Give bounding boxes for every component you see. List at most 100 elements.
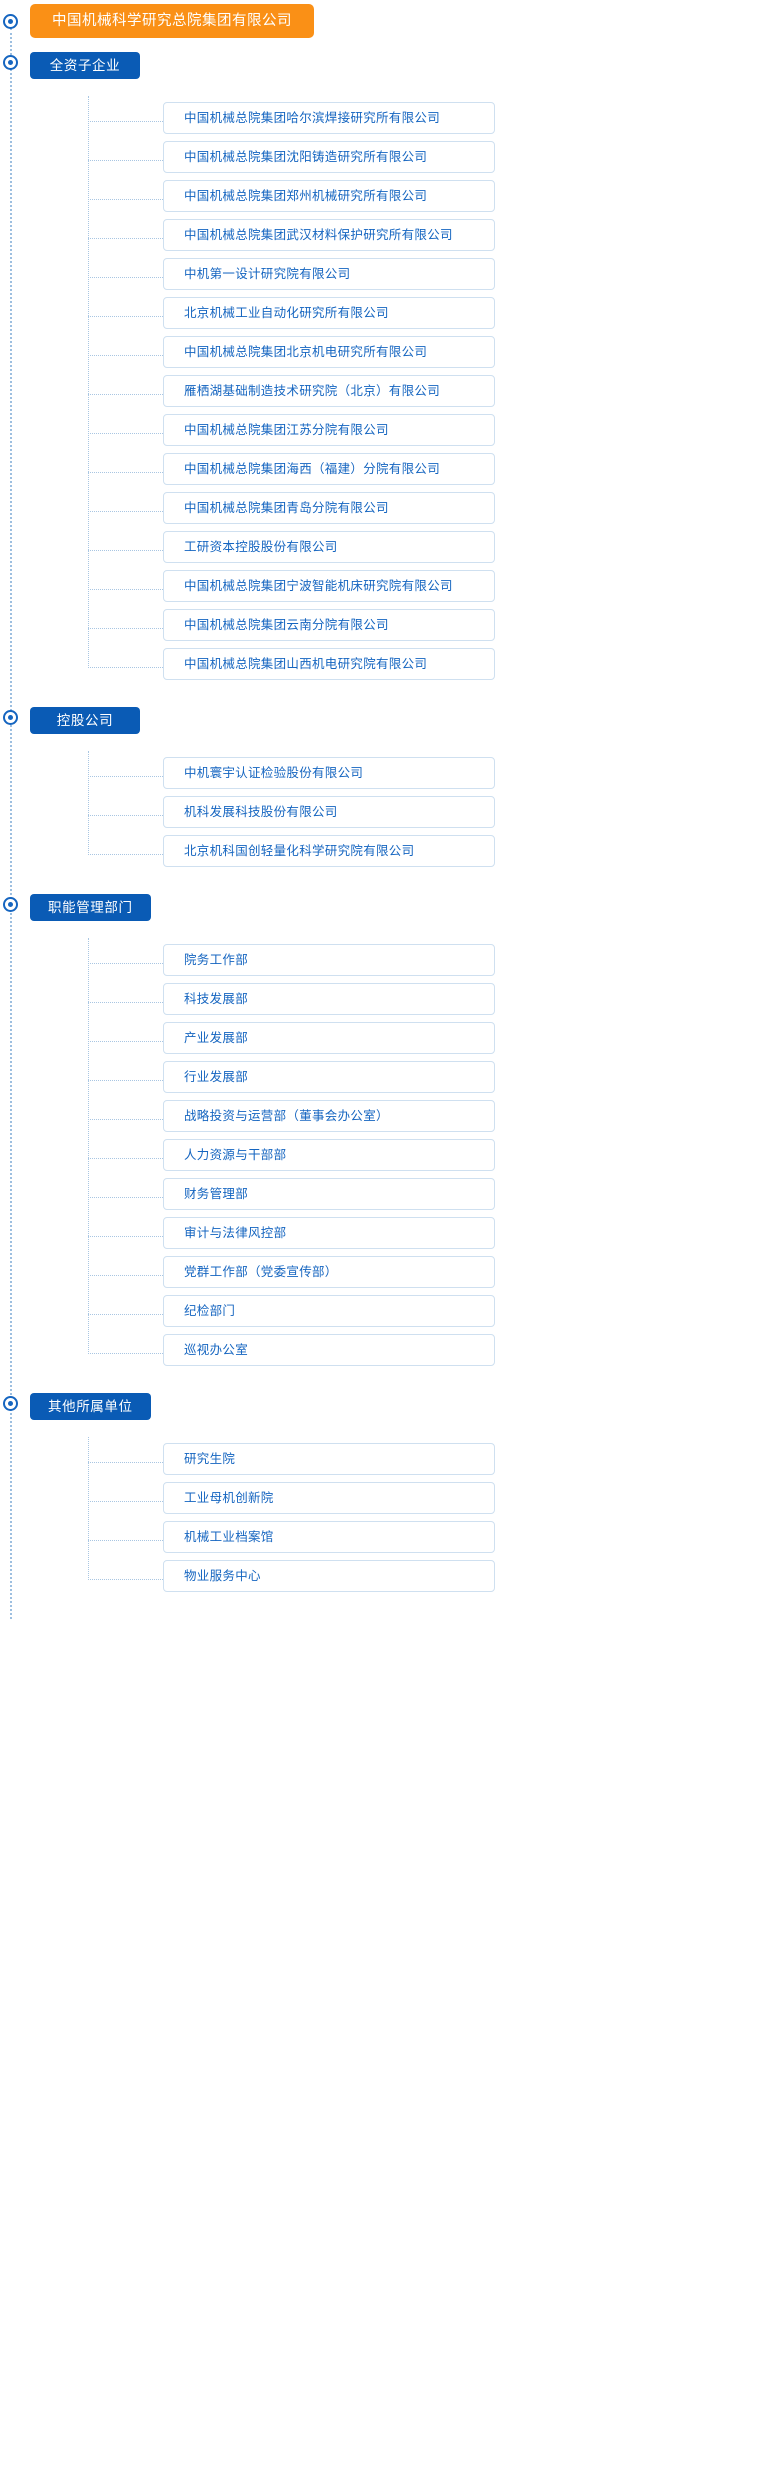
group-header-row: 职能管理部门 bbox=[0, 894, 779, 938]
item-box[interactable]: 行业发展部 bbox=[163, 1061, 495, 1093]
radio-dot-icon-root bbox=[3, 14, 18, 29]
item-box[interactable]: 战略投资与运营部（董事会办公室） bbox=[163, 1100, 495, 1132]
item-horizontal-connector bbox=[88, 1119, 163, 1120]
item-box[interactable]: 机械工业档案馆 bbox=[163, 1521, 495, 1553]
list-item: 中国机械总院集团青岛分院有限公司 bbox=[0, 492, 779, 531]
list-item: 人力资源与干部部 bbox=[0, 1139, 779, 1178]
list-item: 北京机科国创轻量化科学研究院有限公司 bbox=[0, 835, 779, 874]
item-horizontal-connector bbox=[88, 589, 163, 590]
item-box[interactable]: 中国机械总院集团青岛分院有限公司 bbox=[163, 492, 495, 524]
list-item: 中国机械总院集团哈尔滨焊接研究所有限公司 bbox=[0, 102, 779, 141]
group-children: 中机寰宇认证检验股份有限公司机科发展科技股份有限公司北京机科国创轻量化科学研究院… bbox=[0, 751, 779, 874]
item-box[interactable]: 中国机械总院集团海西（福建）分院有限公司 bbox=[163, 453, 495, 485]
group-2: 控股公司中机寰宇认证检验股份有限公司机科发展科技股份有限公司北京机科国创轻量化科… bbox=[0, 707, 779, 894]
list-item: 科技发展部 bbox=[0, 983, 779, 1022]
item-box[interactable]: 研究生院 bbox=[163, 1443, 495, 1475]
item-box[interactable]: 物业服务中心 bbox=[163, 1560, 495, 1592]
item-box[interactable]: 工研资本控股股份有限公司 bbox=[163, 531, 495, 563]
list-item: 工业母机创新院 bbox=[0, 1482, 779, 1521]
group-children: 院务工作部科技发展部产业发展部行业发展部战略投资与运营部（董事会办公室） 人力资源… bbox=[0, 938, 779, 1373]
item-horizontal-connector bbox=[88, 1462, 163, 1463]
group-children: 中国机械总院集团哈尔滨焊接研究所有限公司中国机械总院集团沈阳铸造研究所有限公司中… bbox=[0, 96, 779, 687]
item-horizontal-connector bbox=[88, 815, 163, 816]
list-item: 中机寰宇认证检验股份有限公司 bbox=[0, 757, 779, 796]
list-item: 北京机械工业自动化研究所有限公司 bbox=[0, 297, 779, 336]
item-box[interactable]: 中机第一设计研究院有限公司 bbox=[163, 258, 495, 290]
item-horizontal-connector bbox=[88, 433, 163, 434]
item-horizontal-connector bbox=[88, 394, 163, 395]
group-node-label[interactable]: 其他所属单位 bbox=[30, 1393, 151, 1420]
item-box[interactable]: 中机寰宇认证检验股份有限公司 bbox=[163, 757, 495, 789]
item-box[interactable]: 中国机械总院集团郑州机械研究所有限公司 bbox=[163, 180, 495, 212]
root-node[interactable]: 中国机械科学研究总院集团有限公司 bbox=[30, 4, 314, 38]
item-horizontal-connector bbox=[88, 1579, 163, 1580]
group-header-row: 全资子企业 bbox=[0, 52, 779, 96]
item-horizontal-connector bbox=[88, 667, 163, 668]
list-item: 物业服务中心 bbox=[0, 1560, 779, 1599]
list-item: 工研资本控股股份有限公司 bbox=[0, 531, 779, 570]
item-box[interactable]: 雁栖湖基础制造技术研究院（北京）有限公司 bbox=[163, 375, 495, 407]
item-box[interactable]: 产业发展部 bbox=[163, 1022, 495, 1054]
item-box[interactable]: 人力资源与干部部 bbox=[163, 1139, 495, 1171]
list-item: 雁栖湖基础制造技术研究院（北京）有限公司 bbox=[0, 375, 779, 414]
list-item: 机械工业档案馆 bbox=[0, 1521, 779, 1560]
group-vertical-connector bbox=[88, 938, 89, 1354]
item-horizontal-connector bbox=[88, 1197, 163, 1198]
item-horizontal-connector bbox=[88, 238, 163, 239]
item-box[interactable]: 中国机械总院集团沈阳铸造研究所有限公司 bbox=[163, 141, 495, 173]
item-horizontal-connector bbox=[88, 160, 163, 161]
item-horizontal-connector bbox=[88, 277, 163, 278]
item-box[interactable]: 北京机械工业自动化研究所有限公司 bbox=[163, 297, 495, 329]
item-box[interactable]: 中国机械总院集团哈尔滨焊接研究所有限公司 bbox=[163, 102, 495, 134]
item-box[interactable]: 巡视办公室 bbox=[163, 1334, 495, 1366]
item-box[interactable]: 审计与法律风控部 bbox=[163, 1217, 495, 1249]
group-vertical-connector bbox=[88, 1437, 89, 1580]
item-horizontal-connector bbox=[88, 1501, 163, 1502]
group-header-row: 控股公司 bbox=[0, 707, 779, 751]
list-item: 行业发展部 bbox=[0, 1061, 779, 1100]
item-horizontal-connector bbox=[88, 121, 163, 122]
item-horizontal-connector bbox=[88, 963, 163, 964]
item-box[interactable]: 工业母机创新院 bbox=[163, 1482, 495, 1514]
item-horizontal-connector bbox=[88, 1540, 163, 1541]
group-1: 全资子企业中国机械总院集团哈尔滨焊接研究所有限公司中国机械总院集团沈阳铸造研究所… bbox=[0, 52, 779, 707]
list-item: 中国机械总院集团北京机电研究所有限公司 bbox=[0, 336, 779, 375]
list-item: 中国机械总院集团山西机电研究院有限公司 bbox=[0, 648, 779, 687]
item-horizontal-connector bbox=[88, 511, 163, 512]
groups-container: 全资子企业中国机械总院集团哈尔滨焊接研究所有限公司中国机械总院集团沈阳铸造研究所… bbox=[0, 52, 779, 1619]
radio-dot-icon-group bbox=[3, 710, 18, 725]
group-node-label[interactable]: 全资子企业 bbox=[30, 52, 140, 79]
group-node-label[interactable]: 控股公司 bbox=[30, 707, 140, 734]
item-box[interactable]: 中国机械总院集团武汉材料保护研究所有限公司 bbox=[163, 219, 495, 251]
item-box[interactable]: 中国机械总院集团云南分院有限公司 bbox=[163, 609, 495, 641]
group-spacer bbox=[0, 1373, 779, 1393]
list-item: 中机第一设计研究院有限公司 bbox=[0, 258, 779, 297]
item-horizontal-connector bbox=[88, 1314, 163, 1315]
group-vertical-connector bbox=[88, 751, 89, 855]
item-box[interactable]: 中国机械总院集团宁波智能机床研究院有限公司 bbox=[163, 570, 495, 602]
item-box[interactable]: 科技发展部 bbox=[163, 983, 495, 1015]
item-horizontal-connector bbox=[88, 628, 163, 629]
item-horizontal-connector bbox=[88, 1080, 163, 1081]
item-box[interactable]: 财务管理部 bbox=[163, 1178, 495, 1210]
list-item: 中国机械总院集团沈阳铸造研究所有限公司 bbox=[0, 141, 779, 180]
list-item: 中国机械总院集团武汉材料保护研究所有限公司 bbox=[0, 219, 779, 258]
item-horizontal-connector bbox=[88, 1353, 163, 1354]
item-box[interactable]: 党群工作部（党委宣传部） bbox=[163, 1256, 495, 1288]
item-box[interactable]: 机科发展科技股份有限公司 bbox=[163, 796, 495, 828]
list-item: 中国机械总院集团宁波智能机床研究院有限公司 bbox=[0, 570, 779, 609]
item-box[interactable]: 中国机械总院集团北京机电研究所有限公司 bbox=[163, 336, 495, 368]
item-horizontal-connector bbox=[88, 1158, 163, 1159]
list-item: 产业发展部 bbox=[0, 1022, 779, 1061]
item-box[interactable]: 院务工作部 bbox=[163, 944, 495, 976]
item-box[interactable]: 中国机械总院集团山西机电研究院有限公司 bbox=[163, 648, 495, 680]
item-horizontal-connector bbox=[88, 199, 163, 200]
item-box[interactable]: 纪检部门 bbox=[163, 1295, 495, 1327]
list-item: 中国机械总院集团海西（福建）分院有限公司 bbox=[0, 453, 779, 492]
group-node-label[interactable]: 职能管理部门 bbox=[30, 894, 151, 921]
item-horizontal-connector bbox=[88, 355, 163, 356]
item-box[interactable]: 北京机科国创轻量化科学研究院有限公司 bbox=[163, 835, 495, 867]
item-box[interactable]: 中国机械总院集团江苏分院有限公司 bbox=[163, 414, 495, 446]
list-item: 巡视办公室 bbox=[0, 1334, 779, 1373]
radio-dot-icon-group bbox=[3, 1396, 18, 1411]
